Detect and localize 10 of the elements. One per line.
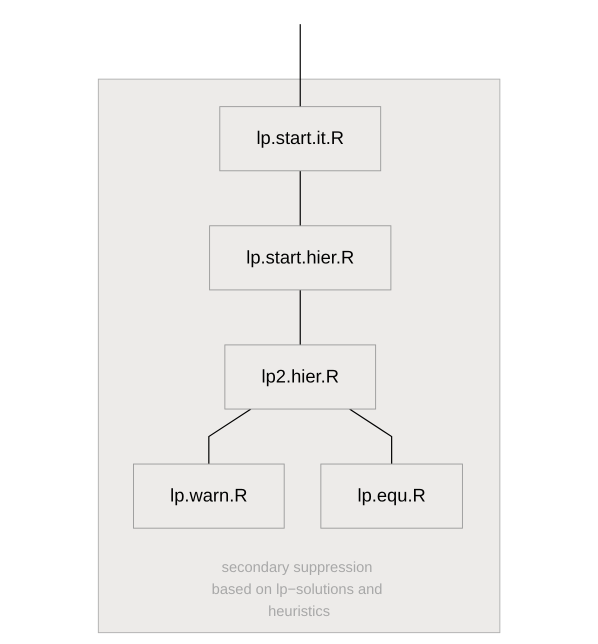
connector (349, 408, 392, 464)
node-box: lp.start.it.R (219, 106, 382, 172)
node-box: lp.start.hier.R (209, 225, 392, 290)
connector (208, 408, 252, 464)
node-box: lp.equ.R (320, 464, 463, 529)
connector (300, 290, 301, 345)
node-box: lp.warn.R (132, 464, 285, 529)
connector (300, 24, 301, 107)
node-box: lp2.hier.R (224, 344, 376, 410)
connector (300, 170, 301, 226)
